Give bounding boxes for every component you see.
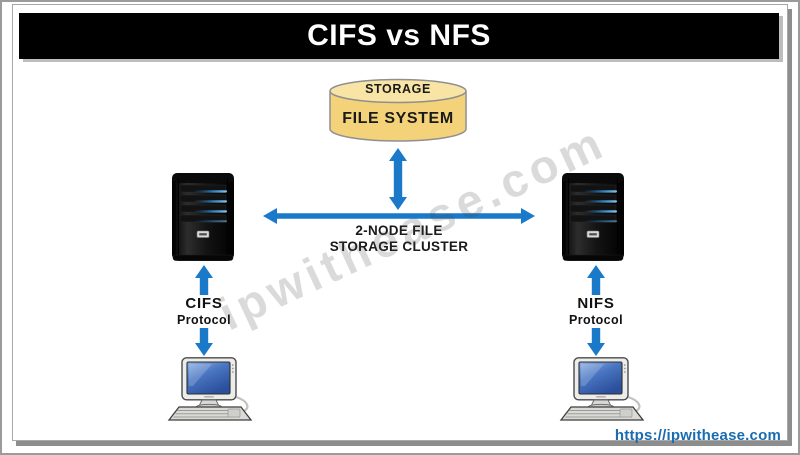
page-title: CIFS vs NFS [307,19,491,52]
file-system-label: FILE SYSTEM [342,110,454,127]
arrow-right-client-down-icon [587,328,605,356]
arrow-cluster-horizontal-icon [263,208,535,224]
protocol-label-right: NIFS Protocol [546,295,646,327]
cluster-label-line1: 2-NODE FILE [355,223,443,238]
arrow-left-client-down-icon [195,328,213,356]
storage-label: STORAGE [365,82,431,96]
storage-cylinder: STORAGE FILE SYSTEM [327,77,469,145]
footer-url-link[interactable]: https://ipwithease.com [614,427,781,444]
desktop-computer-right-icon [554,357,646,422]
protocol-label-left: CIFS Protocol [154,295,254,327]
arrow-storage-vertical-icon [389,148,407,210]
protocol-name-nifs: NIFS [577,295,615,312]
inner-frame [12,4,788,441]
desktop-computer-left-icon [162,357,254,422]
cluster-label: 2-NODE FILE STORAGE CLUSTER [299,223,499,254]
protocol-name-cifs: CIFS [185,295,223,312]
cluster-label-line2: STORAGE CLUSTER [329,238,469,254]
protocol-sub-right: Protocol [569,313,623,327]
server-right-icon [561,171,625,263]
title-bar: CIFS vs NFS [19,13,779,59]
arrow-right-server-up-icon [587,265,605,295]
server-left-icon [171,171,235,263]
cylinder-icon [329,78,467,142]
arrow-left-server-up-icon [195,265,213,295]
protocol-sub-left: Protocol [177,313,231,327]
